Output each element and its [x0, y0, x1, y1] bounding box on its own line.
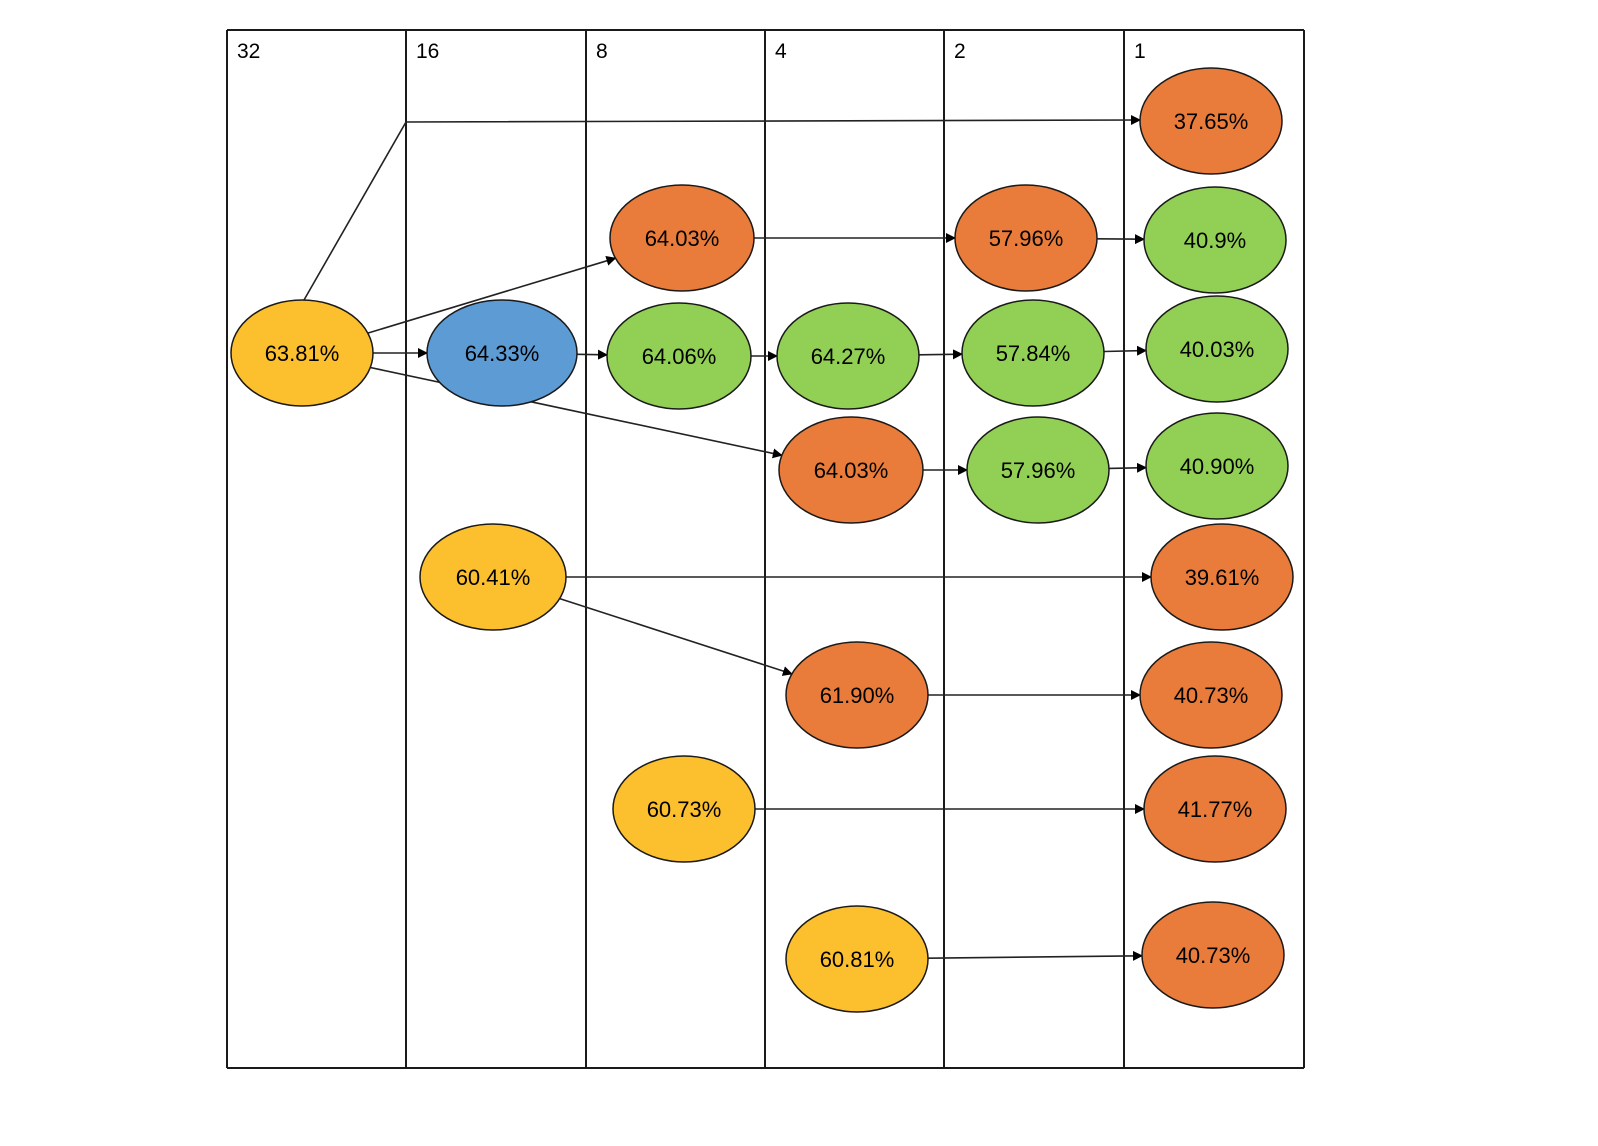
node-ellipse — [1139, 67, 1283, 175]
edge-arrow-n16b-to-n4c — [559, 597, 793, 676]
edges — [303, 115, 1152, 961]
node-n1c: 40.03% — [1145, 295, 1289, 403]
node-label: 40.73% — [1176, 943, 1251, 968]
node-label: 57.96% — [1001, 458, 1076, 483]
node-ellipse — [785, 905, 929, 1013]
node-ellipse — [961, 299, 1105, 407]
edge-arrow-n4d-to-n1h — [927, 950, 1143, 961]
node-ellipse — [230, 299, 374, 407]
node-ellipse — [426, 299, 578, 407]
node-ellipse — [609, 184, 755, 292]
node-label: 57.84% — [996, 341, 1071, 366]
node-label: 60.81% — [820, 947, 895, 972]
node-n1h: 40.73% — [1141, 901, 1285, 1009]
node-label: 63.81% — [265, 341, 340, 366]
node-label: 37.65% — [1174, 109, 1249, 134]
column-grid — [226, 29, 1305, 1069]
edge-arrow-n32a-to-n1a — [303, 115, 1141, 301]
edge-arrow-n2b-to-n1c — [1103, 345, 1147, 356]
node-label: 40.9% — [1184, 228, 1246, 253]
node-label: 40.90% — [1180, 454, 1255, 479]
node-n32a: 63.81% — [230, 299, 374, 407]
node-label: 57.96% — [989, 226, 1064, 251]
node-n4c: 61.90% — [785, 641, 929, 749]
node-ellipse — [606, 302, 752, 410]
node-ellipse — [1150, 523, 1294, 631]
edge-arrow-n4a-to-n2b — [918, 349, 963, 360]
node-label: 64.06% — [642, 344, 717, 369]
node-ellipse — [778, 416, 924, 524]
nodes: 63.81% 64.33% 64.03% 64.06% 64.27% 64.03% 57.9… — [230, 67, 1294, 1013]
edge-arrow-n32a-to-n8a — [367, 256, 617, 334]
node-n4d: 60.81% — [785, 905, 929, 1013]
node-n4a: 64.27% — [776, 302, 920, 410]
node-ellipse — [785, 641, 929, 749]
node-n4b: 64.03% — [778, 416, 924, 524]
node-n1g: 41.77% — [1143, 755, 1287, 863]
node-ellipse — [966, 416, 1110, 524]
column-header-1: 1 — [1134, 40, 1146, 63]
column-headers: 32 16 8 4 2 1 — [237, 40, 1146, 63]
node-label: 64.27% — [811, 344, 886, 369]
node-n1f: 40.73% — [1139, 641, 1283, 749]
node-n2c: 57.96% — [966, 416, 1110, 524]
edge-arrow-n16a-to-n8b — [576, 349, 608, 360]
column-header-32: 32 — [237, 40, 260, 63]
column-header-4: 4 — [775, 40, 787, 63]
column-header-2: 2 — [954, 40, 966, 63]
node-label: 64.03% — [645, 226, 720, 251]
node-n2b: 57.84% — [961, 299, 1105, 407]
node-n16b: 60.41% — [419, 523, 567, 631]
node-n1a: 37.65% — [1139, 67, 1283, 175]
node-n16a: 64.33% — [426, 299, 578, 407]
node-ellipse — [1145, 295, 1289, 403]
edge-arrow-n2c-to-n1d — [1108, 462, 1147, 473]
node-ellipse — [612, 755, 756, 863]
node-n8c: 60.73% — [612, 755, 756, 863]
node-n8b: 64.06% — [606, 302, 752, 410]
column-header-16: 16 — [416, 40, 439, 63]
node-ellipse — [1143, 755, 1287, 863]
node-n1e: 39.61% — [1150, 523, 1294, 631]
node-label: 39.61% — [1185, 565, 1260, 590]
node-ellipse — [1141, 901, 1285, 1009]
node-n2a: 57.96% — [954, 184, 1098, 292]
node-label: 64.03% — [814, 458, 889, 483]
column-header-8: 8 — [596, 40, 608, 63]
node-ellipse — [1145, 412, 1289, 520]
node-ellipse — [776, 302, 920, 410]
node-n8a: 64.03% — [609, 184, 755, 292]
node-n1b: 40.9% — [1143, 186, 1287, 294]
node-n1d: 40.90% — [1145, 412, 1289, 520]
node-ellipse — [1139, 641, 1283, 749]
node-label: 41.77% — [1178, 797, 1253, 822]
node-label: 61.90% — [820, 683, 895, 708]
node-label: 60.41% — [456, 565, 531, 590]
node-ellipse — [419, 523, 567, 631]
node-label: 64.33% — [465, 341, 540, 366]
node-label: 60.73% — [647, 797, 722, 822]
node-ellipse — [954, 184, 1098, 292]
node-label: 40.73% — [1174, 683, 1249, 708]
node-ellipse — [1143, 186, 1287, 294]
node-label: 40.03% — [1180, 337, 1255, 362]
